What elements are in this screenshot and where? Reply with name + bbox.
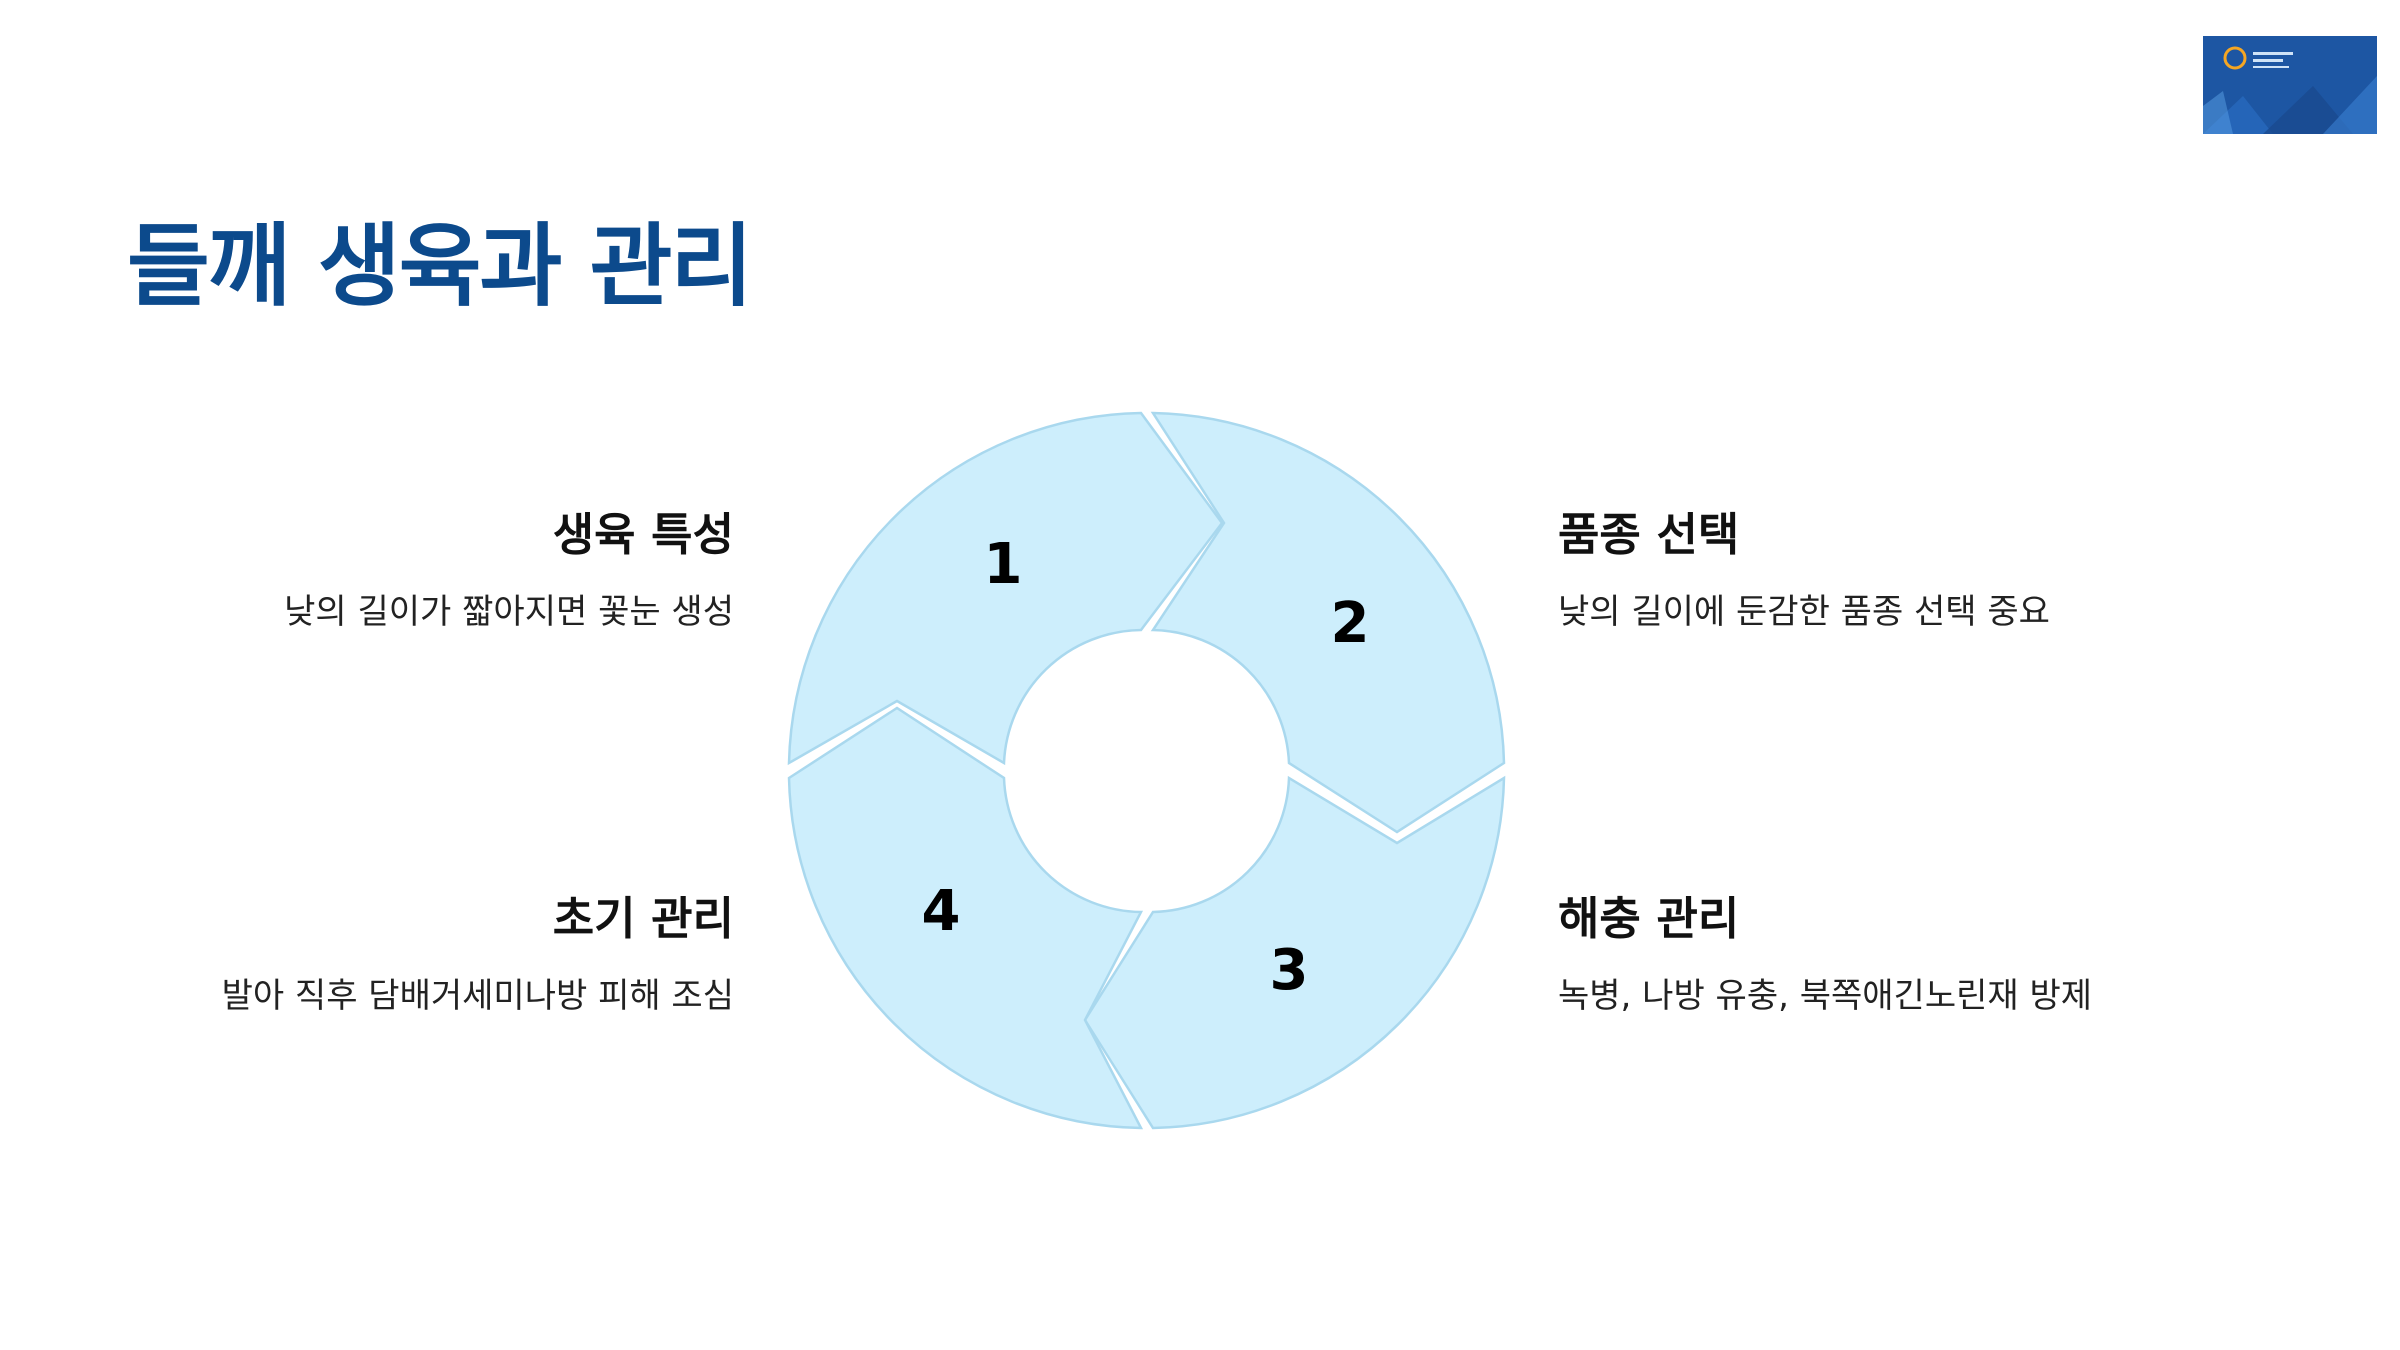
step-1-block: 생육 특성 낮의 길이가 짧아지면 꽃눈 생성 [284, 508, 734, 634]
cycle-segment-1 [787, 411, 1224, 766]
step-2-title: 품종 선택 [1558, 508, 1740, 561]
step-1-description: 낮의 길이가 짧아지면 꽃눈 생성 [284, 592, 734, 632]
cycle-segment-2 [1150, 411, 1506, 834]
cycle-segment-3 [1083, 775, 1506, 1130]
step-2-description: 낮의 길이에 둔감한 품종 선택 중요 [1558, 592, 2050, 632]
step-number-3: 3 [1270, 938, 1309, 1003]
step-3-description: 녹병, 나방 유충, 북쪽애긴노린재 방제 [1558, 976, 2093, 1016]
step-4-block: 초기 관리 발아 직후 담배거세미나방 피해 조심 [222, 892, 734, 1018]
step-number-2: 2 [1331, 591, 1370, 656]
step-4-title: 초기 관리 [552, 892, 734, 945]
step-4-description: 발아 직후 담배거세미나방 피해 조심 [221, 976, 734, 1016]
step-3-block: 해충 관리 녹병, 나방 유충, 북쪽애긴노린재 방제 [1558, 892, 2092, 1018]
step-1-title: 생육 특성 [552, 508, 734, 561]
conference-logo-icon [2203, 36, 2377, 134]
step-2-block: 품종 선택 낮의 길이에 둔감한 품종 선택 중요 [1558, 508, 2050, 634]
step-number-4: 4 [922, 879, 961, 944]
logo [2203, 36, 2377, 134]
page-title: 들깨 생육과 관리 [127, 214, 753, 319]
step-3-title: 해충 관리 [1558, 892, 1740, 945]
step-number-1: 1 [984, 532, 1023, 597]
cycle-segment-4 [787, 706, 1144, 1130]
